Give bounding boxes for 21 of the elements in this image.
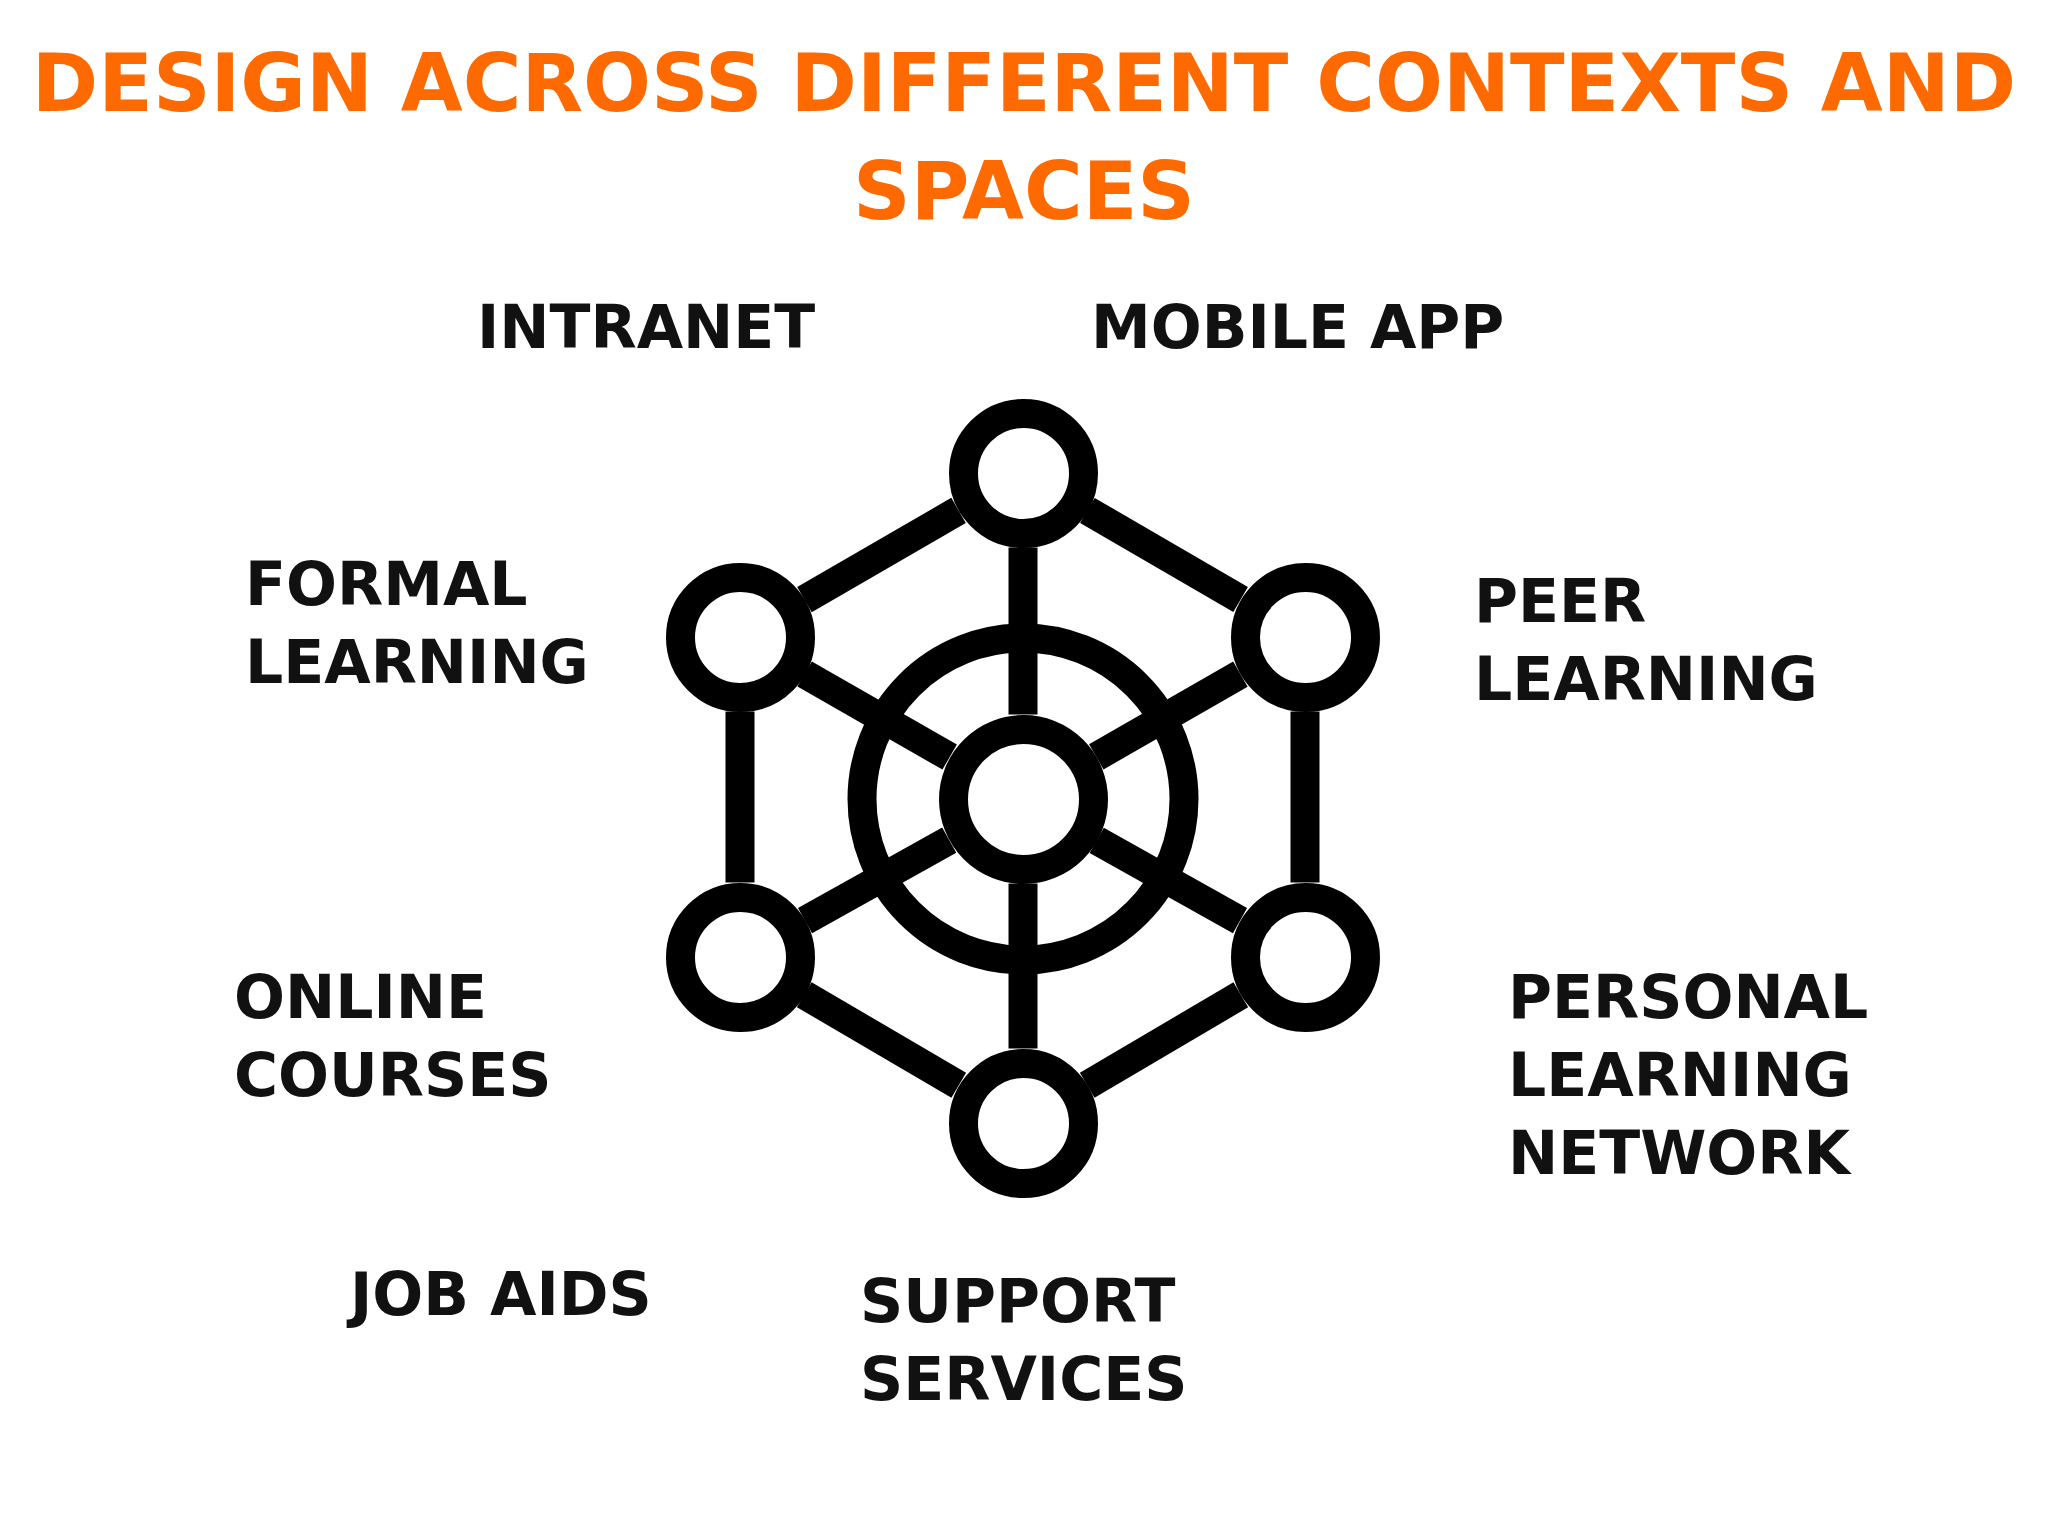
network-node-circle [665,882,815,1032]
connector-line [1080,497,1248,613]
connector-line [1290,711,1320,883]
network-node-circle [948,1048,1098,1198]
network-node-circle [1230,562,1380,712]
connector-line [797,497,966,613]
hub-circle [938,714,1108,884]
connector-line [1079,982,1249,1098]
connector-line [796,982,967,1098]
context-label: INTRANET [477,291,816,364]
network-node-circle [948,398,1098,548]
network-node-circle [665,562,815,712]
context-label: FORMAL LEARNING [245,548,589,699]
context-label: PEER LEARNING [1474,565,1818,716]
context-label: PERSONAL LEARNING NETWORK [1508,961,1869,1190]
network-node-circle [1230,882,1380,1032]
context-label: MOBILE APP [1091,291,1505,364]
context-label: ONLINE COURSES [234,961,552,1112]
title: DESIGN ACROSS DIFFERENT CONTEXTS AND SPACES [30,36,2018,240]
connector-line [725,711,755,883]
context-label: SUPPORT SERVICES [860,1265,1188,1416]
